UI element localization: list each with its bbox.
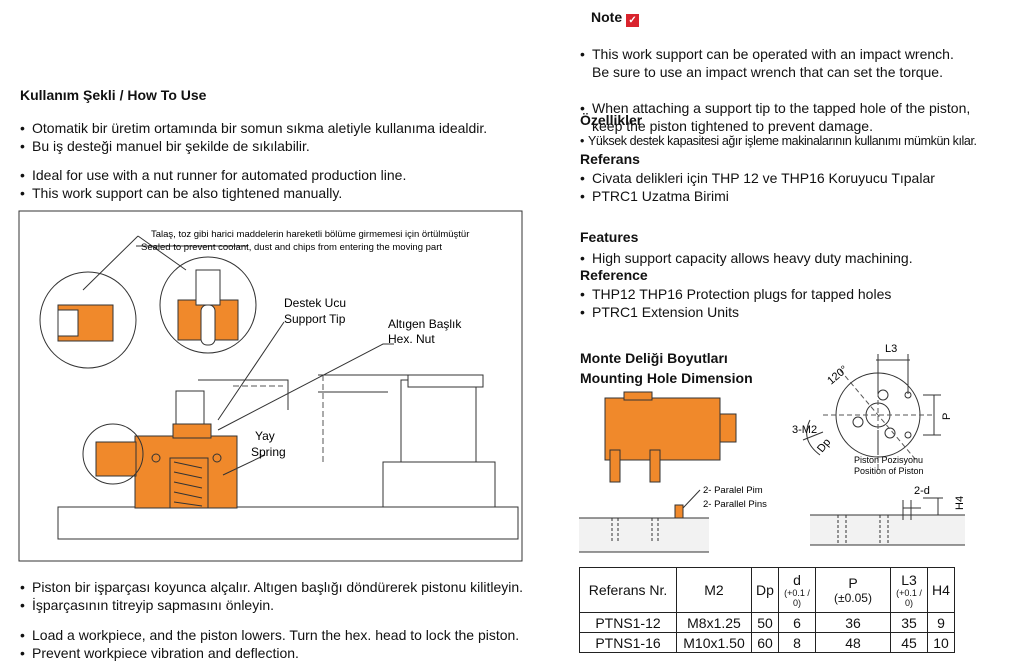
table-cell: 35 (890, 612, 928, 633)
features-en-list: High support capacity allows heavy duty … (580, 249, 913, 267)
col-header-h4: H4 (927, 567, 955, 613)
angle-label: 120° (825, 363, 850, 387)
list-item: PTRC1 Extension Units (580, 303, 891, 321)
table-cell: M10x1.50 (676, 632, 752, 653)
table-cell: 36 (815, 612, 891, 633)
dp-label: Dp (815, 436, 833, 454)
features-tr-title: Özellikler (580, 112, 643, 128)
mounting-hole-diagram: 2- Paralel Pim 2- Parallel Pins L3 120° … (579, 343, 966, 553)
hex-nut-label-tr: Altıgen Başlık (388, 317, 462, 331)
table-row: PTNS1-16 M10x1.50 60 8 48 45 10 (579, 632, 955, 653)
how-to-use-en-list: Ideal for use with a nut runner for auto… (20, 166, 406, 202)
list-item: Load a workpiece, and the piston lowers.… (20, 626, 519, 644)
list-item: Prevent workpiece vibration and deflecti… (20, 644, 519, 662)
table-cell: 9 (927, 612, 955, 633)
table-cell: 6 (778, 612, 816, 633)
col-header-m2: M2 (676, 567, 752, 613)
table-cell: 60 (751, 632, 779, 653)
col-header-l3: L3(+0.1 / 0) (890, 567, 928, 613)
reference-tr-title: Referans (580, 151, 640, 167)
parallel-pin-label-tr: 2- Paralel Pim (703, 485, 763, 496)
col-header-dp: Dp (751, 567, 779, 613)
reference-en-title: Reference (580, 267, 648, 283)
list-item: Otomatik bir üretim ortamında bir somun … (20, 119, 487, 137)
list-item: İşparçasının titreyip sapmasını önleyin. (20, 596, 523, 614)
list-item: Civata delikleri için THP 12 ve THP16 Ko… (580, 169, 935, 187)
how-to-use-title: Kullanım Şekli / How To Use (20, 87, 207, 103)
features-tr-list: Yüksek destek kapasitesi ağır işleme mak… (580, 133, 977, 150)
reference-en-list: THP12 THP16 Protection plugs for tapped … (580, 285, 891, 321)
spec-table: Referans Nr. M2 Dp d(+0.1 / 0) P(±0.05) … (579, 567, 955, 653)
table-row: PTNS1-12 M8x1.25 50 6 36 35 9 (579, 612, 955, 633)
table-header-row: Referans Nr. M2 Dp d(+0.1 / 0) P(±0.05) … (579, 567, 955, 613)
reference-tr-list: Civata delikleri için THP 12 ve THP16 Ko… (580, 169, 935, 205)
list-item: THP12 THP16 Protection plugs for tapped … (580, 285, 891, 303)
warning-icon: ✓ (626, 14, 640, 27)
hex-nut-label-en: Hex. Nut (388, 332, 435, 346)
m2-label: 3-M2 (792, 424, 817, 436)
table-cell: PTNS1-16 (579, 632, 677, 653)
seal-label-tr: Talaş, toz gibi harici maddelerin hareke… (151, 229, 469, 240)
seal-label-en: Sealed to prevent coolant, dust and chip… (141, 242, 442, 253)
parallel-pin-label-en: 2- Parallel Pins (703, 499, 767, 510)
h4-label: H4 (954, 496, 966, 510)
col-header-ref: Referans Nr. (579, 567, 677, 613)
piston-pos-label-en: Position of Piston (854, 466, 924, 476)
d-label: 2-d (914, 485, 930, 497)
bottom-en-list: Load a workpiece, and the piston lowers.… (20, 626, 519, 662)
mounting-title-tr: Monte Deliği Boyutları (580, 350, 728, 366)
list-item: When attaching a support tip to the tapp… (580, 99, 970, 135)
spring-label-en: Spring (251, 445, 286, 459)
list-item: PTRC1 Uzatma Birimi (580, 187, 935, 205)
note-title: Note ✓ (591, 9, 640, 27)
list-item: Bu iş desteği manuel bir şekilde de sıkı… (20, 137, 487, 155)
p-label: P (941, 413, 953, 420)
features-en-title: Features (580, 229, 639, 245)
bottom-tr-list: Piston bir işparçası koyunca alçalır. Al… (20, 578, 523, 614)
table-cell: 10 (927, 632, 955, 653)
l3-label: L3 (885, 343, 897, 355)
note-list: This work support can be operated with a… (580, 27, 970, 153)
list-item: This work support can be operated with a… (580, 45, 970, 81)
list-item: High support capacity allows heavy duty … (580, 249, 913, 267)
table-cell: PTNS1-12 (579, 612, 677, 633)
piston-pos-label-tr: Piston Pozisyonu (854, 455, 923, 465)
how-to-use-tr-list: Otomatik bir üretim ortamında bir somun … (20, 119, 487, 155)
table-cell: M8x1.25 (676, 612, 752, 633)
support-tip-label-tr: Destek Ucu (284, 296, 346, 310)
table-cell: 8 (778, 632, 816, 653)
spring-label-tr: Yay (255, 429, 275, 443)
mounting-title-en: Mounting Hole Dimension (580, 370, 753, 386)
table-cell: 48 (815, 632, 891, 653)
list-item: Ideal for use with a nut runner for auto… (20, 166, 406, 184)
list-item: This work support can be also tightened … (20, 184, 406, 202)
list-item: Yüksek destek kapasitesi ağır işleme mak… (580, 133, 977, 150)
work-support-diagram: Talaş, toz gibi harici maddelerin hareke… (18, 210, 523, 562)
table-cell: 50 (751, 612, 779, 633)
col-header-d: d(+0.1 / 0) (778, 567, 816, 613)
col-header-p: P(±0.05) (815, 567, 891, 613)
list-item: Piston bir işparçası koyunca alçalır. Al… (20, 578, 523, 596)
table-cell: 45 (890, 632, 928, 653)
support-tip-label-en: Support Tip (284, 312, 346, 326)
